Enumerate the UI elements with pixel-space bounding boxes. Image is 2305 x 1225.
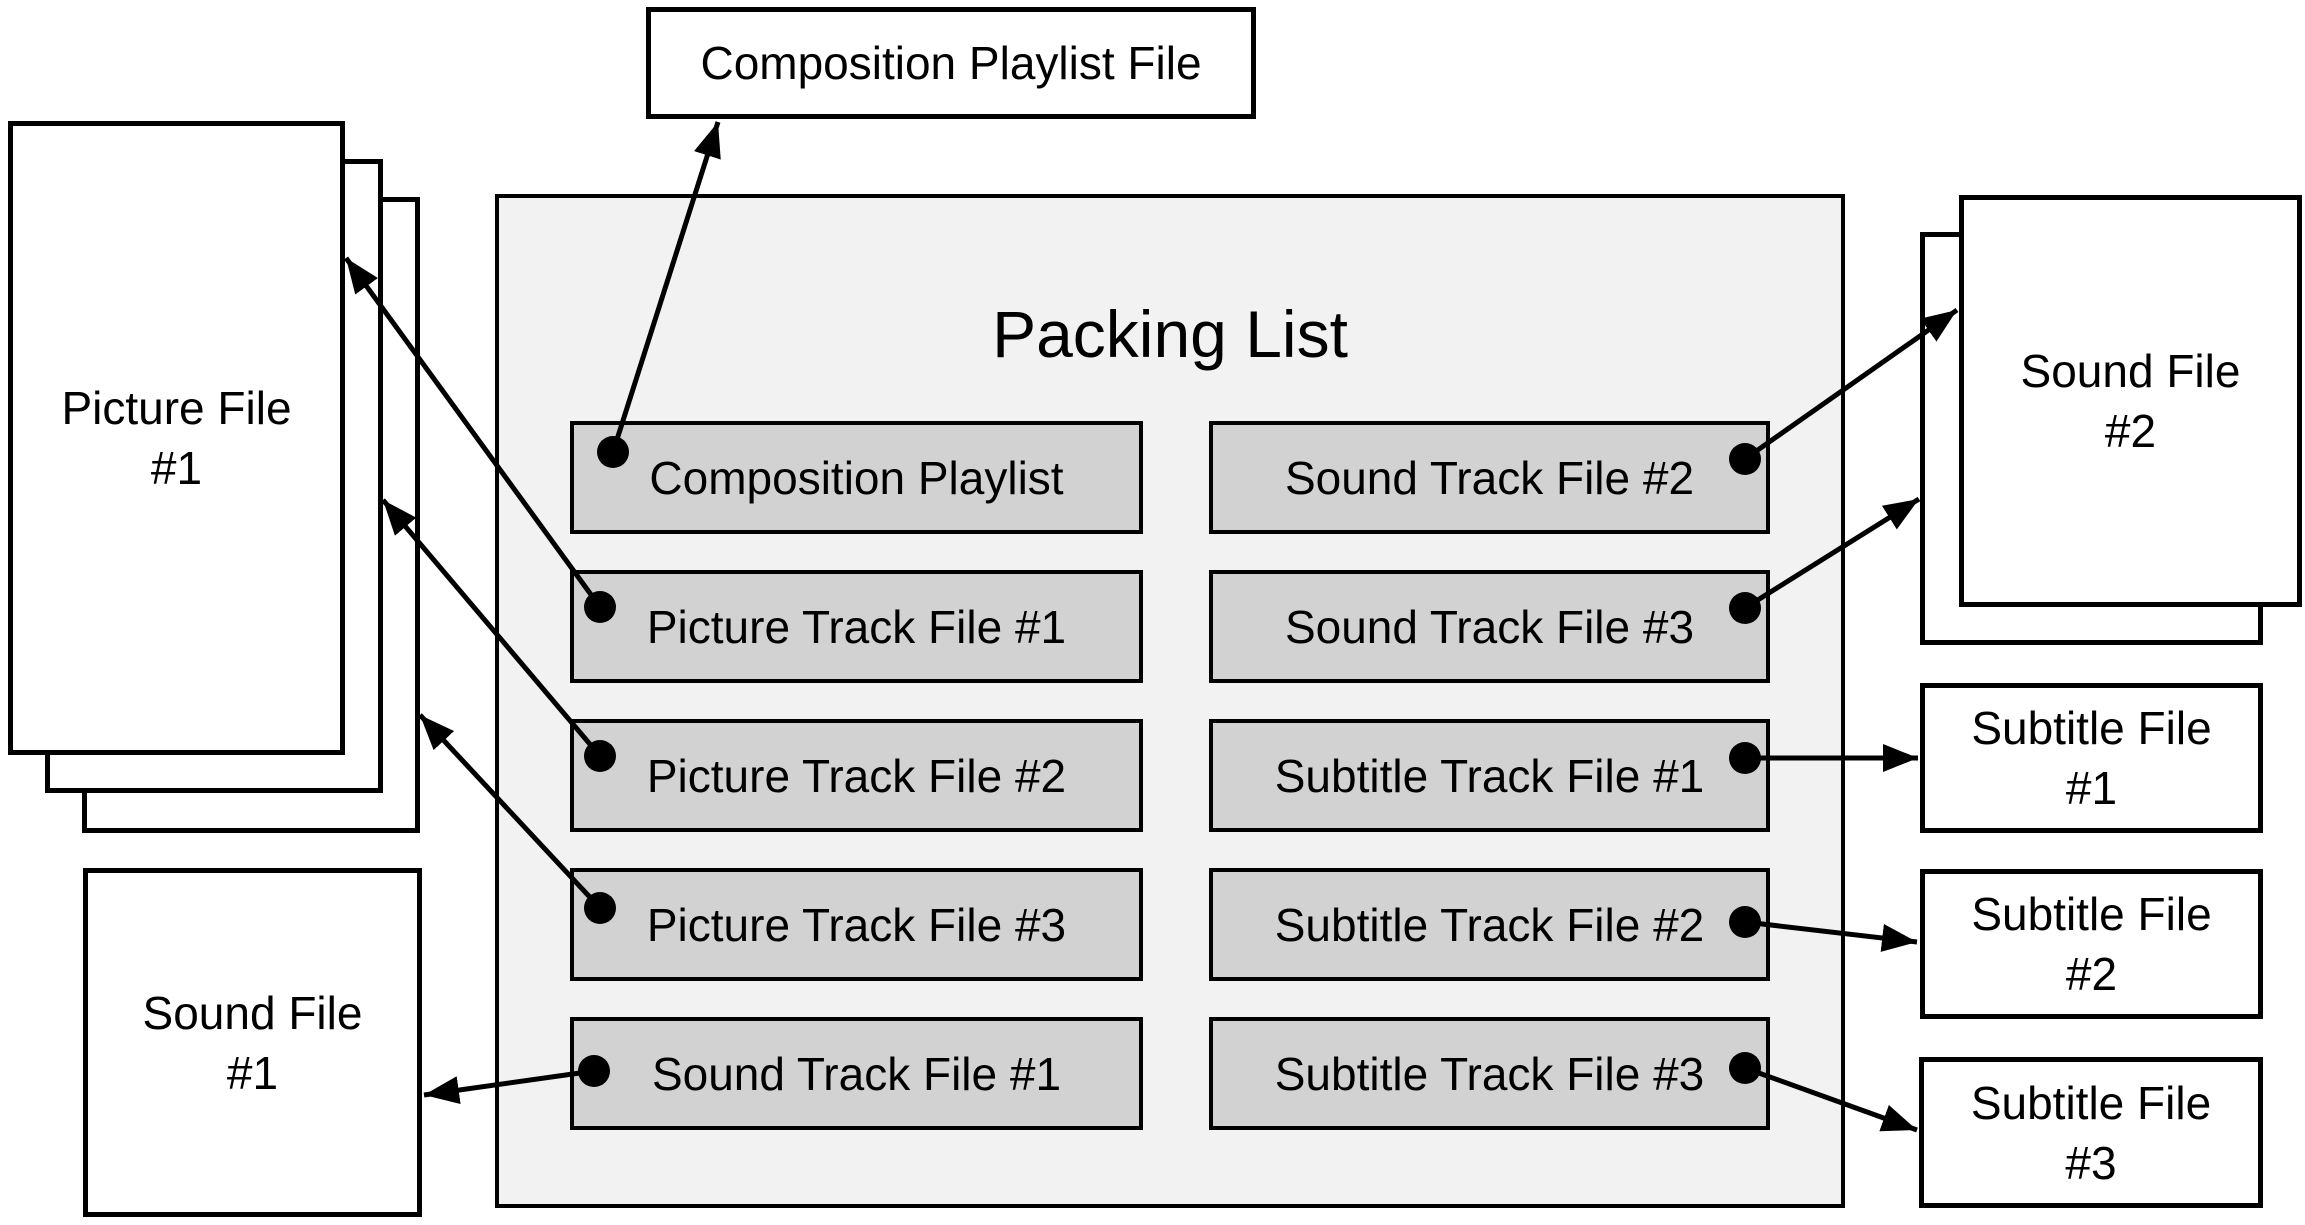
- item-sound-track-file-3-label: Sound Track File #3: [1284, 600, 1695, 653]
- item-subtitle-track-file-3: Subtitle Track File #3: [1209, 1017, 1770, 1130]
- item-subtitle-track-file-3-label: Subtitle Track File #3: [1274, 1047, 1705, 1100]
- item-picture-track-file-3-label: Picture Track File #3: [646, 898, 1067, 951]
- subtitle-file-2-label: Subtitle File#2: [1971, 888, 2212, 1000]
- picture-file-1-box: Picture File#1: [8, 121, 345, 755]
- picture-file-1-label: Picture File#1: [61, 382, 292, 494]
- composition-playlist-file-label: Composition Playlist File: [700, 37, 1202, 89]
- item-composition-playlist: Composition Playlist: [570, 421, 1143, 534]
- item-subtitle-track-file-1-label: Subtitle Track File #1: [1274, 749, 1705, 802]
- subtitle-file-2-box: Subtitle File#2: [1920, 869, 2263, 1019]
- packing-list-title: Packing List: [992, 297, 1348, 371]
- sound-file-2-label: Sound File#2: [2020, 345, 2241, 457]
- item-composition-playlist-label: Composition Playlist: [649, 451, 1064, 504]
- item-subtitle-track-file-2: Subtitle Track File #2: [1209, 868, 1770, 981]
- sound-file-1-label: Sound File#1: [142, 986, 363, 1099]
- sound-file-2-box: Sound File#2: [1959, 195, 2302, 607]
- item-sound-track-file-2: Sound Track File #2: [1209, 421, 1770, 534]
- subtitle-file-1-box: Subtitle File#1: [1920, 683, 2263, 833]
- subtitle-file-3-label: Subtitle File#3: [1970, 1076, 2212, 1189]
- item-subtitle-track-file-2-label: Subtitle Track File #2: [1274, 898, 1705, 951]
- sound-file-1-box: Sound File#1: [83, 868, 422, 1217]
- item-sound-track-file-1: Sound Track File #1: [570, 1017, 1143, 1130]
- item-subtitle-track-file-1: Subtitle Track File #1: [1209, 719, 1770, 832]
- item-picture-track-file-2-label: Picture Track File #2: [646, 749, 1067, 802]
- item-sound-track-file-1-label: Sound Track File #1: [651, 1047, 1062, 1100]
- item-picture-track-file-2: Picture Track File #2: [570, 719, 1143, 832]
- subtitle-file-1-label: Subtitle File#1: [1971, 702, 2212, 814]
- item-picture-track-file-1: Picture Track File #1: [570, 570, 1143, 683]
- item-picture-track-file-1-label: Picture Track File #1: [646, 600, 1067, 653]
- item-sound-track-file-2-label: Sound Track File #2: [1284, 451, 1695, 504]
- item-picture-track-file-3: Picture Track File #3: [570, 868, 1143, 981]
- subtitle-file-3-box: Subtitle File#3: [1919, 1057, 2263, 1208]
- item-sound-track-file-3: Sound Track File #3: [1209, 570, 1770, 683]
- composition-playlist-file-box: Composition Playlist File: [646, 7, 1256, 119]
